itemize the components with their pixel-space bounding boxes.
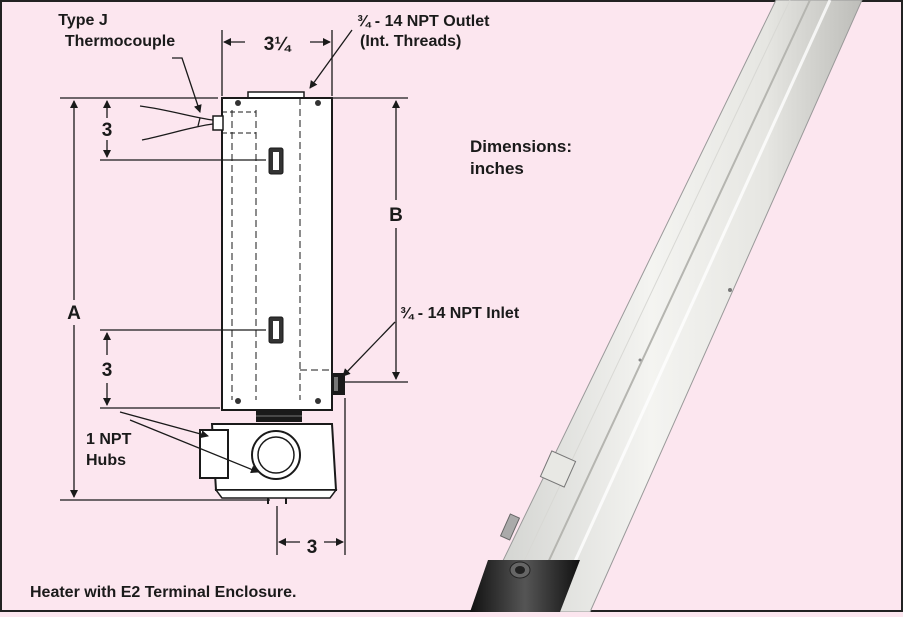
dimension-lines xyxy=(60,29,408,555)
outlet-label-line1: ¾ - 14 NPT Outlet xyxy=(357,13,490,30)
hubs-label-line1: 1 NPT xyxy=(86,431,132,448)
dimension-b-label: B xyxy=(389,205,403,226)
heater-body xyxy=(199,91,345,504)
inlet-label: ¾ - 14 NPT Inlet xyxy=(400,305,520,322)
dimensions-label-line1: Dimensions: xyxy=(470,137,572,156)
labels: Type J Thermocouple ¾ - 14 NPT Outlet (I… xyxy=(30,12,572,601)
dimensions-label-line2: inches xyxy=(470,159,524,178)
top-dimension-label: 3 xyxy=(102,120,113,141)
thermocouple-label-line1: Type J xyxy=(58,12,108,29)
dimension-a-label: A xyxy=(67,303,81,324)
outlet-label-line2: (Int. Threads) xyxy=(360,33,461,50)
hubs-label-line2: Hubs xyxy=(86,452,126,469)
caption: Heater with E2 Terminal Enclosure. xyxy=(30,584,296,601)
width-dimension-label: 3¼ xyxy=(264,34,293,55)
hub-dimension-label: 3 xyxy=(307,537,318,558)
heater-photo xyxy=(470,0,863,613)
bottom-dimension-label: 3 xyxy=(102,360,113,381)
thermocouple-label-line2: Thermocouple xyxy=(65,33,175,50)
thermocouple-wires xyxy=(139,105,214,141)
